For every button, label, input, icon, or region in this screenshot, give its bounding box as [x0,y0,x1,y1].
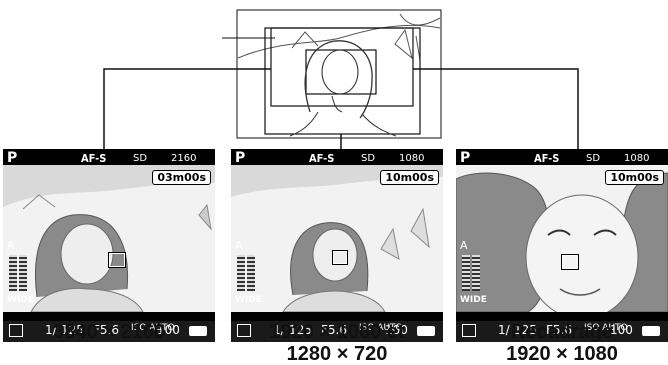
caption-right-line1: Recadrage [456,321,668,343]
remaining-time: 10m00s [380,170,439,185]
resolution-badge: 2160 [171,153,196,164]
audio-level-meter-right [19,255,27,291]
resolution-badge: 1080 [399,153,424,164]
focus-point [109,253,125,267]
mode-indicator: P [460,150,470,166]
focus-point [562,255,578,269]
focus-point [333,251,347,264]
remaining-time: 03m00s [152,170,211,185]
caption-left: 3840 × 2160 [3,321,215,343]
af-mode-label: AF-S [309,152,334,165]
caption-right-line2: 1920 × 1080 [456,343,668,365]
sd-card-icon: SD [361,153,375,164]
wind-filter-label: WIDE [235,295,262,305]
audio-level-meter-left [237,255,245,291]
audio-level-meter-left [9,255,17,291]
caption-right: Recadrage 1920 × 1080 [456,321,668,365]
caption-middle-line1: 1920 × 1080 et [231,321,443,343]
viewfinder-panel-left: P AF-S SD 2160 03m00s A WIDE 1/ 125 F5.6… [3,149,215,342]
wind-filter-label: WIDE [460,295,487,305]
remaining-time: 10m00s [605,170,664,185]
mode-indicator: P [235,150,245,166]
caption-middle: 1920 × 1080 et 1280 × 720 [231,321,443,365]
af-mode-label: AF-S [534,152,559,165]
wind-filter-label: WIDE [7,295,34,305]
microphone-icon: A [460,239,468,252]
sd-card-icon: SD [586,153,600,164]
microphone-icon: A [7,239,15,252]
caption-middle-line2: 1280 × 720 [231,343,443,365]
audio-level-meter-right [247,255,255,291]
sd-card-icon: SD [133,153,147,164]
af-mode-label: AF-S [81,152,106,165]
viewfinder-panel-middle: P AF-S SD 1080 10m00s A WIDE 1/ 125 F5.6… [231,149,443,342]
viewfinder-panel-right: P AF-S SD 1080 10m00s A WIDE 1/ 125 F5.6… [456,149,668,342]
microphone-icon: A [235,239,243,252]
mode-indicator: P [7,150,17,166]
resolution-badge: 1080 [624,153,649,164]
audio-level-meter-right [472,255,480,291]
audio-level-meter-left [462,255,470,291]
caption-left-line1: 3840 × 2160 [3,321,215,343]
reference-frame [222,10,441,138]
